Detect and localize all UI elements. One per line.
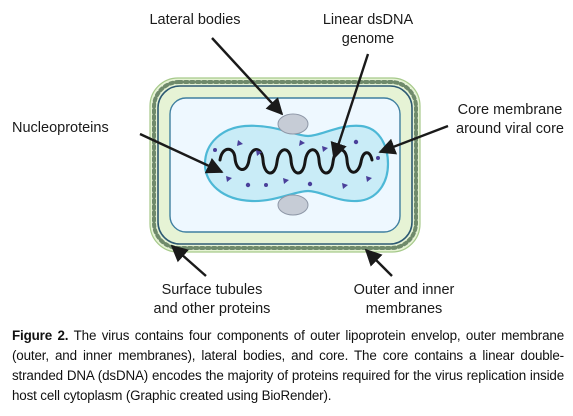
nucleoproteins-group <box>213 139 380 189</box>
label-outer-inner-line1: Outer and inner <box>354 282 455 298</box>
label-surface-tubules-line1: Surface tubules <box>162 282 263 298</box>
nucleoprotein <box>226 176 232 182</box>
leader-arrows <box>139 37 449 277</box>
label-genome-line1: Linear dsDNA <box>323 12 414 28</box>
nucleoprotein <box>283 178 289 184</box>
label-surface-tubules-line2: and other proteins <box>154 301 271 317</box>
arrow-outer-inner-membranes <box>364 248 393 277</box>
figure-label: Figure 2. <box>12 328 69 343</box>
nucleoprotein <box>307 181 313 187</box>
label-nucleoproteins: Nucleoproteins <box>12 120 109 136</box>
arrow-core-membrane <box>378 124 449 155</box>
nucleoprotein <box>256 150 262 156</box>
outer-membrane <box>157 85 413 245</box>
label-core-membrane-line1: Core membrane <box>458 102 563 118</box>
label-outer-inner-line2: membranes <box>366 301 443 317</box>
arrow-surface-tubules <box>170 244 207 277</box>
nucleoprotein <box>237 140 243 146</box>
surface-tubules <box>152 80 418 250</box>
caption-text: The virus contains four components of ou… <box>12 328 564 403</box>
nucleoprotein <box>213 148 217 152</box>
nucleoprotein <box>366 176 372 182</box>
nucleoprotein <box>376 156 380 160</box>
label-genome-line2: genome <box>342 31 394 47</box>
virus-structure-diagram: Lateral bodies Linear dsDNA genome Nucle… <box>12 12 564 317</box>
figure-caption: Figure 2. The virus contains four compon… <box>12 326 564 406</box>
nucleoprotein <box>322 146 328 152</box>
nucleoprotein <box>342 183 348 189</box>
lateral-body-bottom <box>277 194 309 216</box>
arrow-nucleoproteins <box>139 132 224 174</box>
nucleoprotein <box>245 182 251 188</box>
label-lateral-bodies: Lateral bodies <box>149 12 240 28</box>
dsdna-genome <box>218 147 374 175</box>
label-core-membrane-line2: around viral core <box>456 121 564 137</box>
nucleoprotein <box>299 140 305 146</box>
arrow-genome <box>330 53 370 160</box>
nucleoprotein <box>264 183 268 187</box>
lateral-body-top <box>277 113 309 135</box>
nucleoprotein <box>353 139 359 145</box>
arrow-lateral-bodies <box>211 37 284 116</box>
